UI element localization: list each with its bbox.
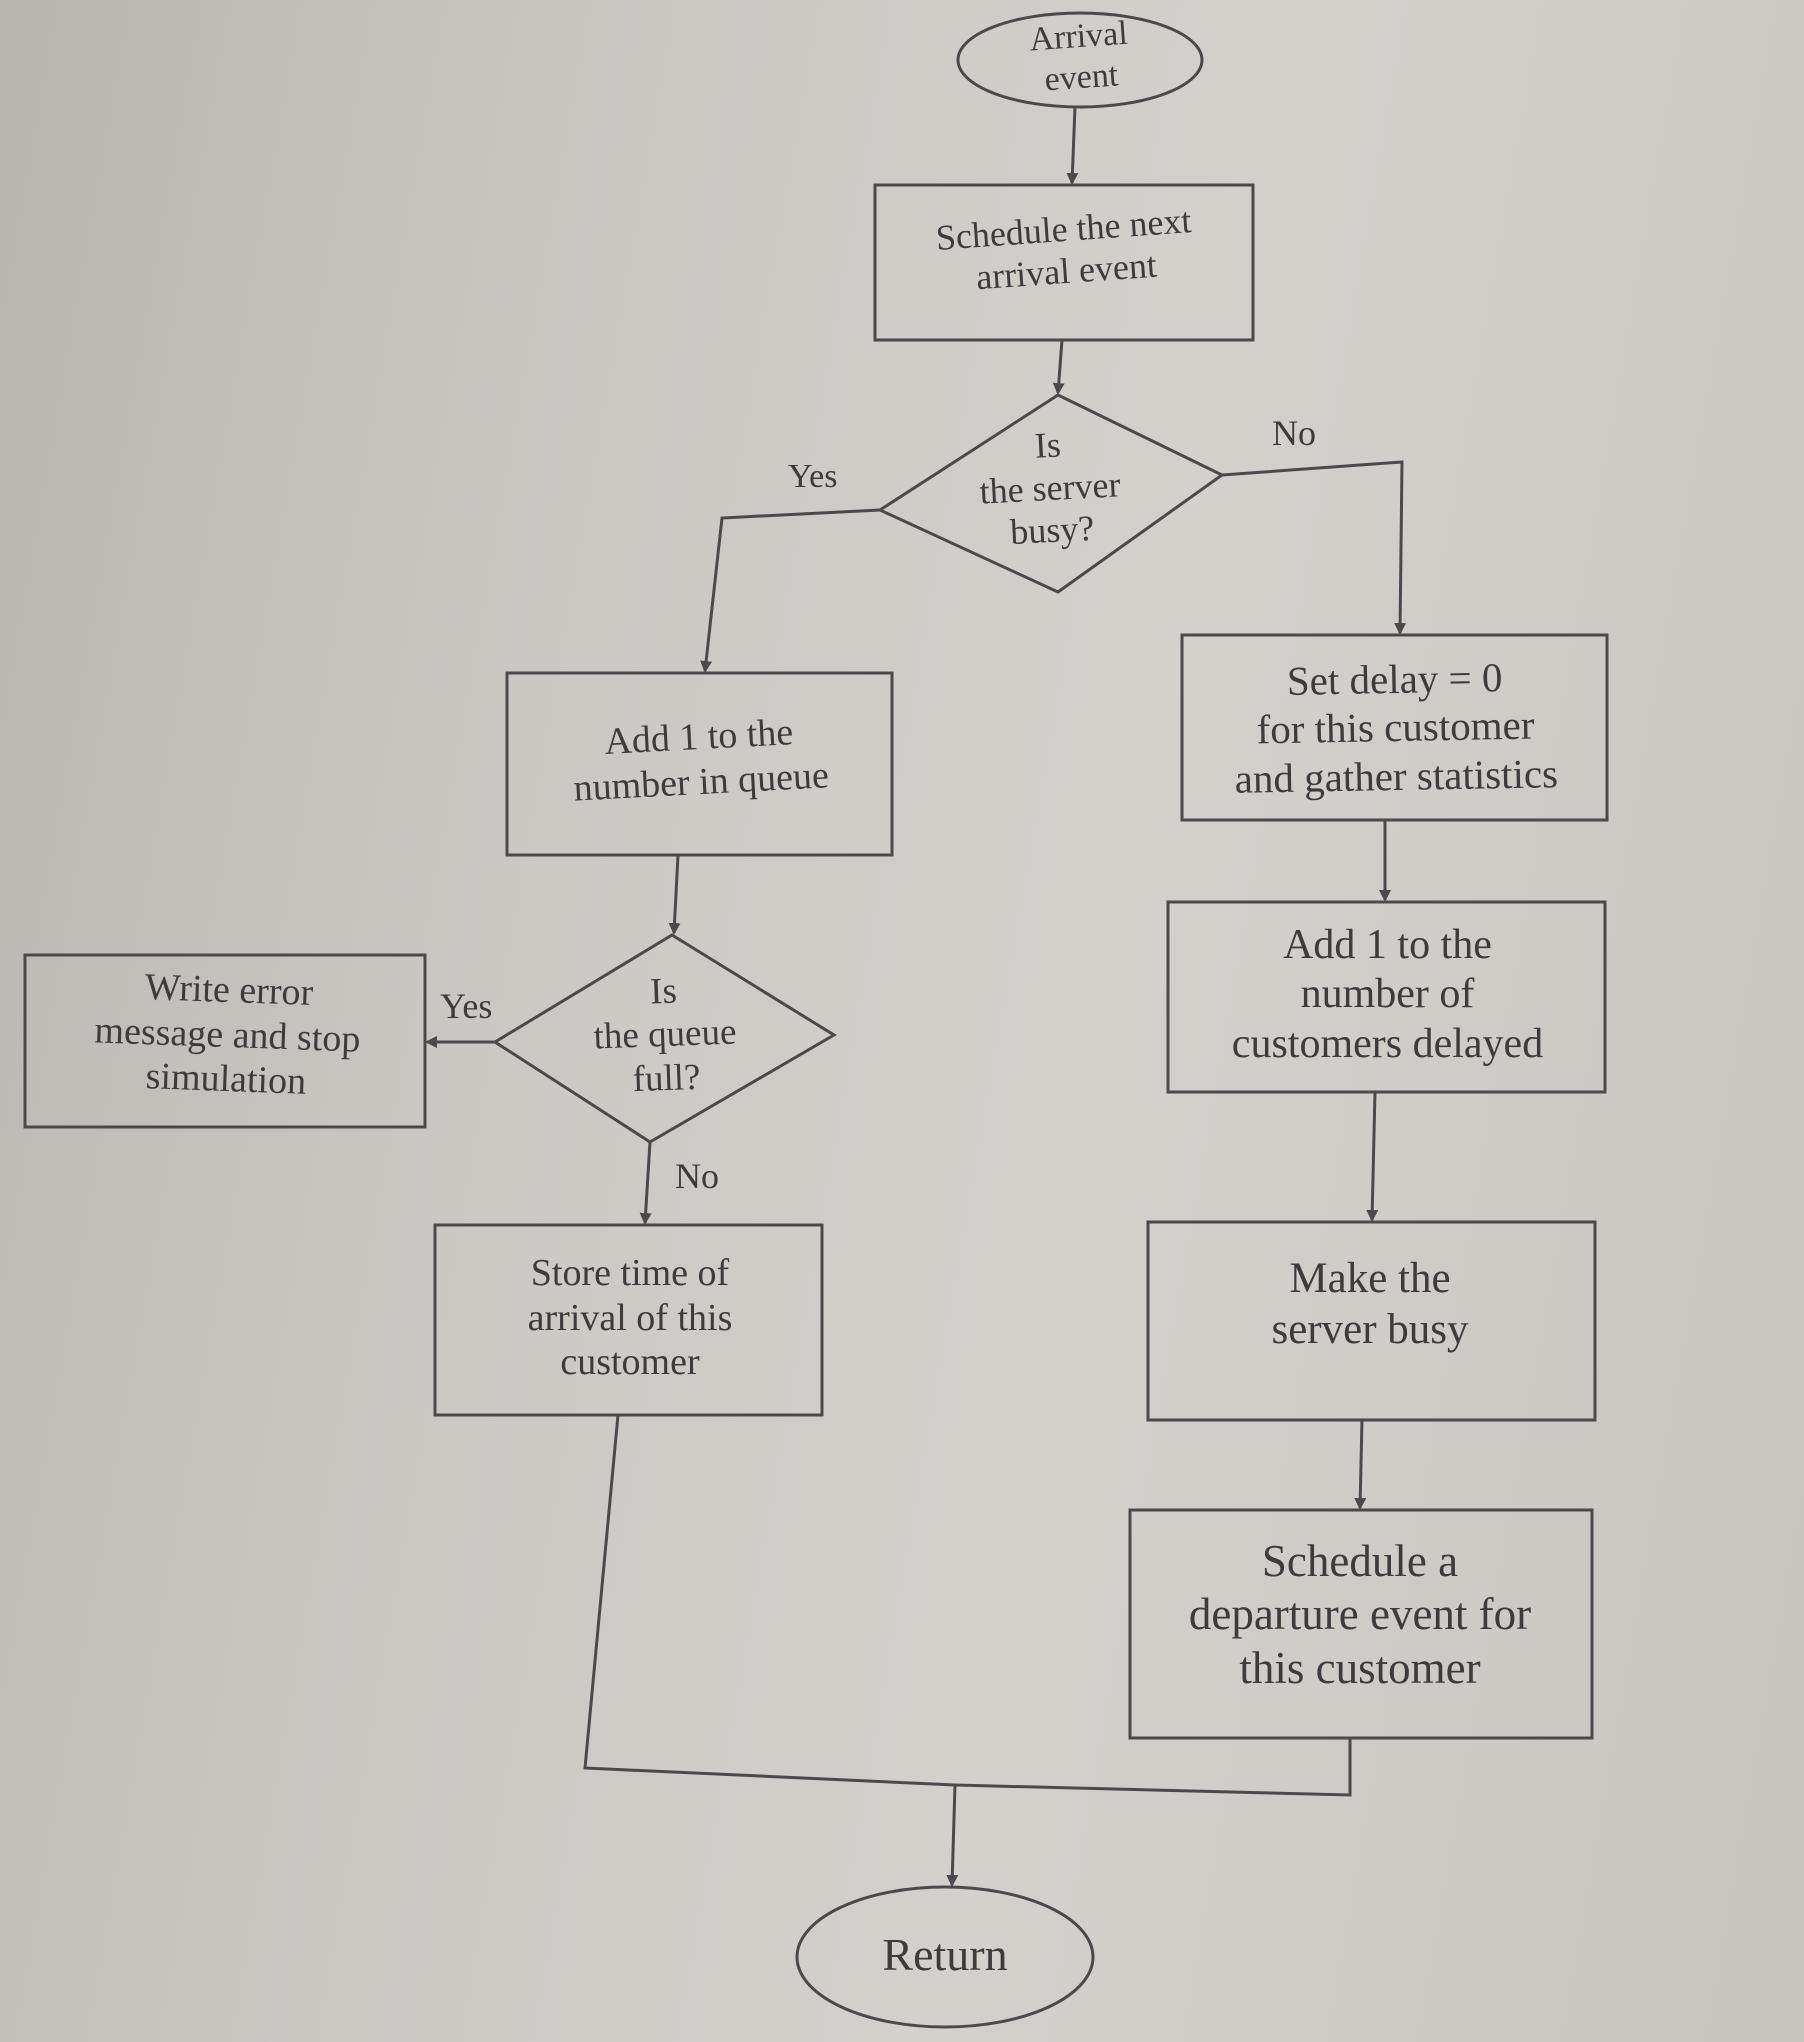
- store-arrival-time-label: Store time of arrival of this customer: [527, 1251, 733, 1384]
- return-label: Return: [882, 1928, 1008, 1980]
- schedule-departure-box: [1128, 1508, 1594, 1740]
- schedule-departure-label: Schedule a departure event for this cust…: [1188, 1536, 1532, 1693]
- arrival-event-label: Arrival event: [1028, 15, 1129, 98]
- add-customers-delayed-box: [1166, 900, 1607, 1094]
- add-to-queue-box: [505, 671, 894, 857]
- store-arrival-time-box: [433, 1223, 824, 1417]
- queue-full-decision-label: Is the queue full?: [592, 970, 738, 1100]
- connector-busy-yes: [700, 508, 881, 673]
- connector-busy-to-departure: [1354, 1419, 1367, 1510]
- add-customers-delayed-label: Add 1 to the number of customers delayed: [1231, 921, 1544, 1067]
- return-oval: [795, 1885, 1095, 2029]
- connector-schedule-to-decision: [1052, 339, 1065, 395]
- add-to-queue-label: Add 1 to the number in queue: [572, 711, 830, 810]
- arrival-event-oval: [956, 11, 1204, 109]
- server-busy-no-label: No: [1272, 413, 1316, 453]
- server-busy-yes-label: Yes: [788, 458, 838, 495]
- make-server-busy-box: [1146, 1220, 1597, 1422]
- queue-full-yes-label: Yes: [440, 986, 493, 1026]
- connector-busy-no: [1221, 460, 1407, 635]
- write-error-label: Write error message and stop simulation: [93, 965, 362, 1104]
- set-delay-box: [1180, 633, 1609, 822]
- make-server-busy-label: Make the server busy: [1271, 1255, 1469, 1353]
- connector-full-no: [639, 1141, 652, 1225]
- server-busy-diamond: [876, 393, 1225, 594]
- queue-full-no-label: No: [675, 1156, 719, 1196]
- connector-arrival-to-schedule: [1066, 106, 1079, 185]
- schedule-next-arrival-box: [873, 183, 1255, 342]
- connector-delayed-to-busy: [1366, 1091, 1379, 1222]
- set-delay-label: Set delay = 0 for this customer and gath…: [1234, 654, 1559, 802]
- schedule-next-arrival-label: Schedule the next arrival event: [934, 199, 1193, 298]
- connector-queue-to-decision: [668, 854, 681, 935]
- connector-merge-to-return: [946, 1784, 959, 1887]
- server-busy-decision-label: Is the server busy?: [978, 424, 1122, 553]
